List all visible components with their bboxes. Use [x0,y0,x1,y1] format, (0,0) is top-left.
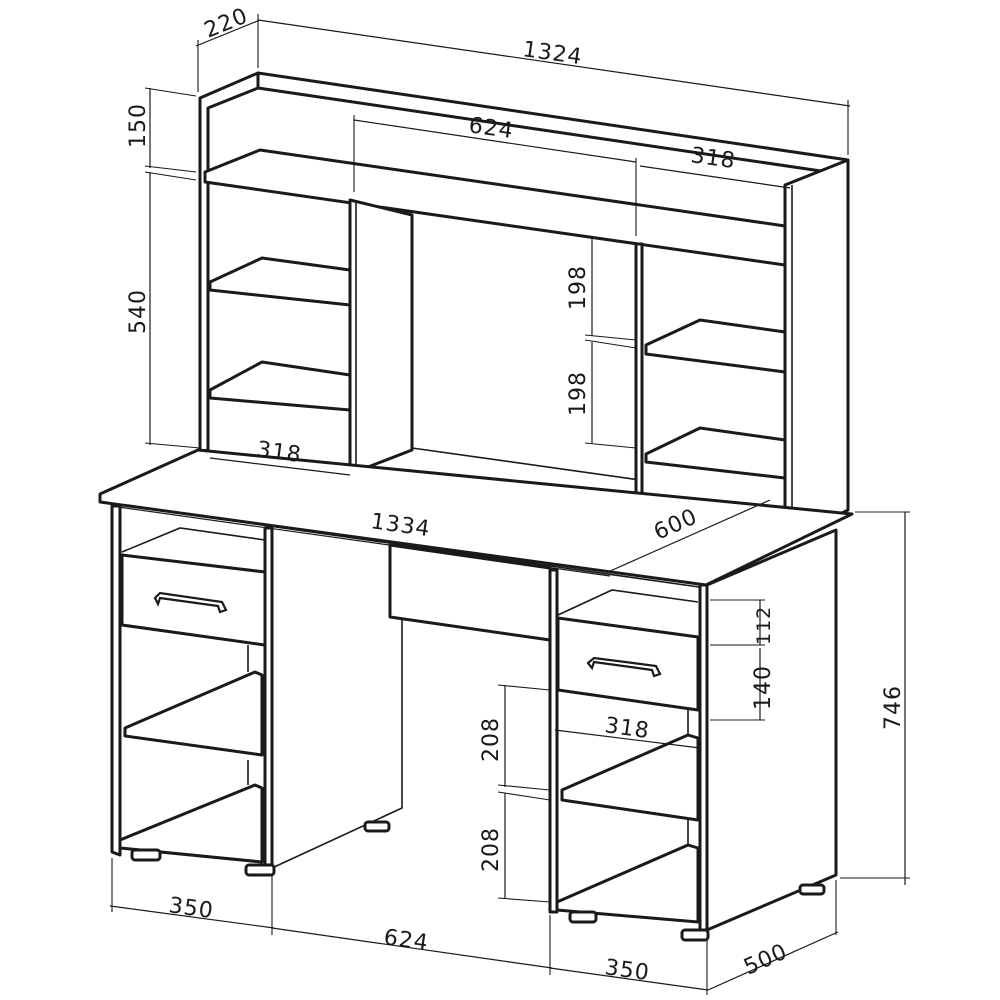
hutch-right-side [783,158,850,540]
dimension-lines [109,14,910,995]
dim-hutch-top-height: 150 [126,103,151,148]
dim-left-pedestal-width: 350 [167,893,215,924]
dim-right-pedestal-width: 350 [603,955,651,986]
hutch-left-divider [348,198,414,474]
right-pedestal-front-left [548,568,559,914]
hutch [198,71,850,540]
dim-pedestal-depth: 500 [740,939,791,980]
left-pedestal-outer-side [110,504,122,857]
dim-pedestal-gap-lower: 208 [479,827,504,872]
dim-hutch-left-section: 318 [255,437,303,468]
dim-center-knee-width: 624 [382,925,430,956]
dim-hutch-shelf-gap-lower: 198 [566,371,591,416]
desk-top [98,448,854,587]
hutch-right-divider [634,242,644,517]
foot [244,863,276,877]
right-pedestal-side [705,528,838,932]
dim-drawer-offset: 112 [753,606,775,645]
right-drawer-handle-icon [586,656,662,678]
left-pedestal [110,504,403,877]
foot [798,883,826,896]
right-pedestal-bottom [555,843,700,924]
dim-pedestal-shelf-width: 318 [603,713,651,744]
dim-hutch-shelf-gap-upper: 198 [566,265,591,310]
hutch-left-shelf-lower [208,360,352,412]
foot [680,928,710,942]
hutch-back-panel [256,71,850,177]
foot [130,848,162,862]
left-pedestal-shelf [123,670,264,757]
dim-hutch-side-height: 540 [126,289,151,334]
dim-hutch-right-section: 318 [689,143,737,174]
dim-desk-height: 746 [881,685,906,730]
foot [363,820,391,833]
hutch-right-shelf-upper [644,318,787,374]
dim-hutch-depth: 220 [201,4,252,44]
hutch-left-shelf-upper [208,256,352,307]
hutch-right-shelf-lower [644,426,787,480]
dim-hutch-center-opening: 624 [467,113,515,144]
left-drawer-handle-icon [153,591,228,614]
right-pedestal [548,528,838,942]
right-pedestal-shelf [560,733,700,822]
dim-pedestal-gap-upper: 208 [479,717,504,762]
dim-drawer-height: 140 [751,665,776,710]
foot [568,910,598,924]
left-pedestal-bottom [118,783,264,864]
dim-hutch-width: 1324 [521,37,584,70]
